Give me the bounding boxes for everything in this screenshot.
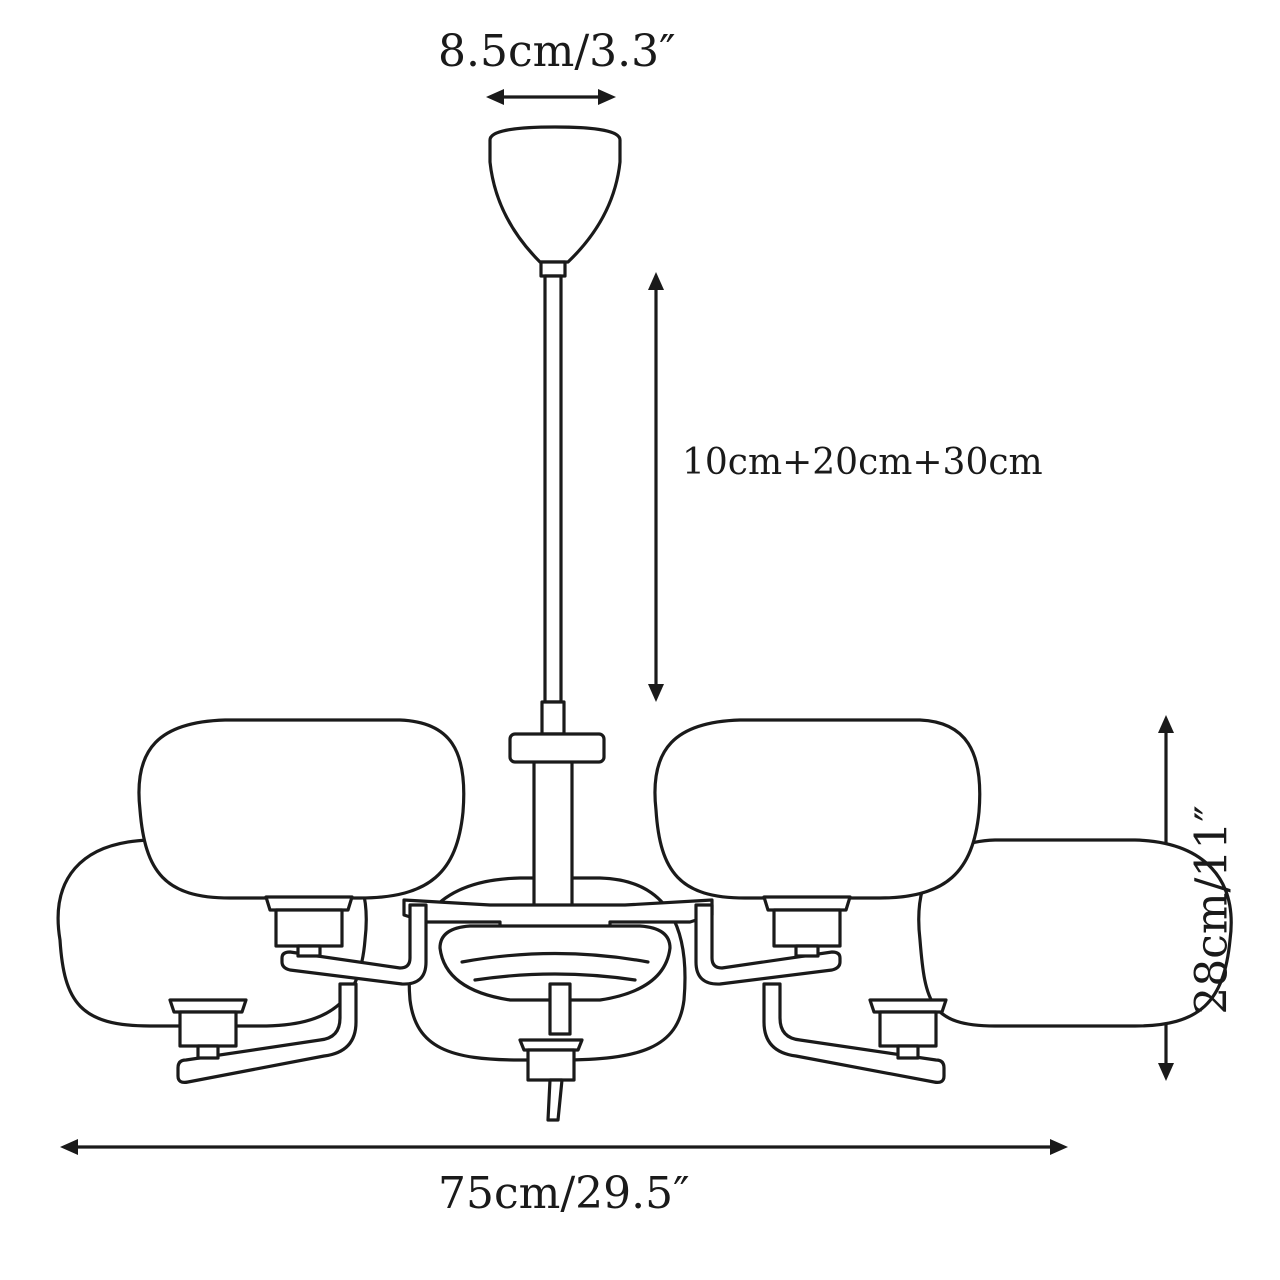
holder-right-lower (868, 998, 948, 1060)
shade-left-upper (137, 718, 466, 900)
bulb-holders (168, 895, 948, 1122)
rod-length-arrow (648, 272, 664, 702)
holder-left-upper (264, 895, 354, 958)
overall-width-label: 75cm/29.5″ (438, 1168, 690, 1219)
rear-shades (56, 838, 1233, 1062)
central-body (402, 732, 714, 1002)
overall-width-arrow (60, 1139, 1068, 1155)
holder-left-lower (168, 998, 248, 1060)
rod-length-label: 10cm+20cm+30cm (682, 442, 1043, 483)
upper-shades (137, 718, 982, 900)
arm-right-upper (694, 903, 842, 986)
shade-right-upper (653, 718, 982, 900)
overall-height-label: 28cm/11″ (1186, 805, 1238, 1015)
ceiling-canopy (488, 125, 622, 278)
canopy-width-arrow (486, 89, 616, 105)
arm-left-lower (176, 982, 358, 1084)
shade-right-rear (917, 838, 1233, 1028)
suspension-rod (540, 274, 566, 736)
holder-center-bottom (518, 982, 584, 1122)
holder-right-upper (762, 895, 852, 958)
canopy-width-label: 8.5cm/3.3″ (438, 26, 676, 77)
arm-left-upper (280, 903, 428, 986)
